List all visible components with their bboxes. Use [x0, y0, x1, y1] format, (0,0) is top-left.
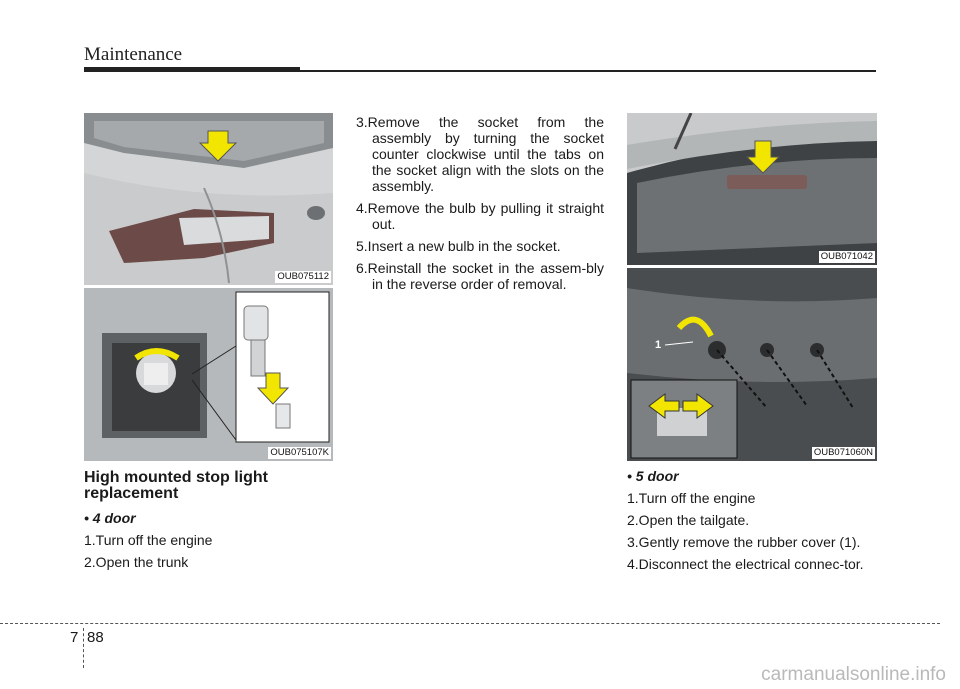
chapter-number: 7: [70, 629, 79, 646]
middle-column-text: 3.Remove the socket from the assembly by…: [356, 114, 604, 298]
right-column-text: • 5 door 1.Turn off the engine 2.Open th…: [627, 468, 877, 578]
figure-socket-detail: OUB075107K: [84, 288, 333, 461]
section-title-line2: replacement: [84, 485, 179, 502]
page-header-title: Maintenance: [84, 44, 183, 65]
sedan-rear-illustration: [84, 113, 333, 285]
left-arrow-icon: [648, 393, 680, 419]
variant-subtitle: • 5 door: [627, 468, 679, 484]
figure-sedan-rear: OUB075112: [84, 113, 333, 285]
step-item: 5.Insert a new bulb in the socket.: [356, 238, 561, 254]
step-item: 4.Disconnect the electrical connec-tor.: [627, 556, 864, 572]
callout-number: 1: [655, 339, 661, 351]
step-item: 4.Remove the bulb by pulling it straight…: [356, 200, 604, 232]
step-item: 3.Remove the socket from the assembly by…: [356, 114, 604, 194]
pointer-arrow-icon: [745, 140, 781, 174]
step-item: 2.Open the tailgate.: [627, 512, 750, 528]
page-number: 88: [87, 629, 104, 646]
step-item: 1.Turn off the engine: [84, 532, 213, 548]
section-title: High mounted stop light replacement: [84, 470, 334, 502]
pointer-arrow-icon: [198, 130, 238, 162]
figure-hatchback-spoiler: OUB071042: [627, 113, 877, 265]
watermark: carmanualsonline.info: [761, 664, 946, 685]
step-item: 1.Turn off the engine: [627, 490, 756, 506]
header-rule-thin: [300, 70, 876, 72]
step-item: 6.Reinstall the socket in the assem-bly …: [356, 260, 604, 292]
socket-detail-illustration: [84, 288, 333, 461]
footer-rule: [0, 623, 940, 624]
header-rule-thick: [84, 67, 300, 72]
figure-code: OUB071042: [818, 251, 875, 263]
figure-code: OUB075112: [275, 271, 331, 283]
right-arrow-icon: [682, 393, 714, 419]
figure-tailgate-inner: 1 OUB071060N: [627, 268, 877, 461]
hatchback-spoiler-illustration: [627, 113, 877, 265]
section-title-line1: High mounted stop light: [84, 469, 268, 486]
rotate-arrow-icon: [134, 348, 180, 361]
tailgate-inner-illustration: 1: [627, 268, 877, 461]
variant-subtitle: • 4 door: [84, 510, 136, 526]
step-item: 2.Open the trunk: [84, 554, 189, 570]
pull-arrow-icon: [256, 372, 290, 405]
figure-code: OUB075107K: [268, 447, 331, 459]
rotate-arrow-icon: [676, 316, 714, 338]
footer-divider: [83, 628, 84, 668]
step-item: 3.Gently remove the rubber cover (1).: [627, 534, 861, 550]
left-column-text: High mounted stop light replacement • 4 …: [84, 470, 334, 576]
figure-code: OUB071060N: [811, 447, 875, 459]
